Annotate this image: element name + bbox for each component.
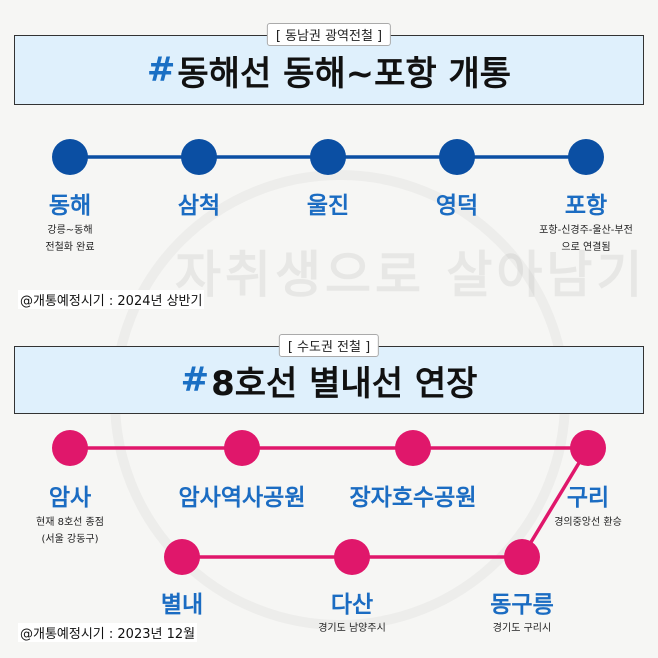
station-name: 장자호수공원: [349, 485, 477, 511]
station-marker: [224, 430, 260, 466]
section2-note: @개통예정시기 : 2023년 12월: [18, 623, 198, 642]
station-name: 별내: [160, 592, 204, 618]
station-marker: [504, 539, 540, 575]
station-name: 암사: [48, 485, 92, 511]
station-name: 동구릉: [490, 592, 554, 618]
station-marker: [310, 139, 346, 175]
hash-symbol: #: [180, 360, 210, 400]
station-note: 으로 연결됨: [561, 242, 611, 253]
station-name: 울진: [306, 193, 350, 219]
station-name: 동해: [48, 193, 92, 219]
station-marker: [570, 430, 606, 466]
station-name: 암사역사공원: [178, 485, 306, 511]
station-marker: [395, 430, 431, 466]
station-name: 포항: [564, 193, 608, 219]
watermark-text: 자취생으로 살아남기: [175, 246, 647, 304]
station-note: 경기도 구리시: [492, 623, 552, 634]
station-marker: [334, 539, 370, 575]
station-name: 구리: [566, 485, 610, 511]
line2-line: [70, 446, 592, 559]
station-name: 다산: [330, 592, 374, 618]
hash-symbol: #: [146, 50, 176, 90]
station-marker: [568, 139, 604, 175]
section1-title: # 동해선 동해~포항 개통: [14, 35, 644, 105]
section2-tag: [ 수도권 전철 ]: [278, 334, 380, 357]
section2-title-text: 8호선 별내선 연장: [211, 363, 478, 404]
station-marker: [439, 139, 475, 175]
section1-tag: [ 동남권 광역전철 ]: [266, 23, 392, 46]
station-note: 전철화 완료: [45, 242, 95, 253]
station-note: 경의중앙선 환승: [554, 517, 622, 528]
section1-title-text: 동해선 동해~포항 개통: [177, 53, 512, 94]
station-note: 현재 8호선 종점: [36, 517, 104, 528]
station-marker: [181, 139, 217, 175]
section1-note: @개통예정시기 : 2024년 상반기: [18, 290, 205, 309]
station-note: 강릉~동해: [47, 225, 93, 236]
station-note: 경기도 남양주시: [318, 623, 386, 634]
station-marker: [52, 430, 88, 466]
station-note: (서울 강동구): [41, 534, 99, 545]
station-marker: [52, 139, 88, 175]
station-name: 삼척: [177, 193, 221, 219]
station-marker: [164, 539, 200, 575]
station-name: 영덕: [435, 193, 479, 219]
section2-title: # 8호선 별내선 연장: [14, 346, 644, 414]
station-note: 포항-신경주-울산-부전: [539, 225, 633, 236]
